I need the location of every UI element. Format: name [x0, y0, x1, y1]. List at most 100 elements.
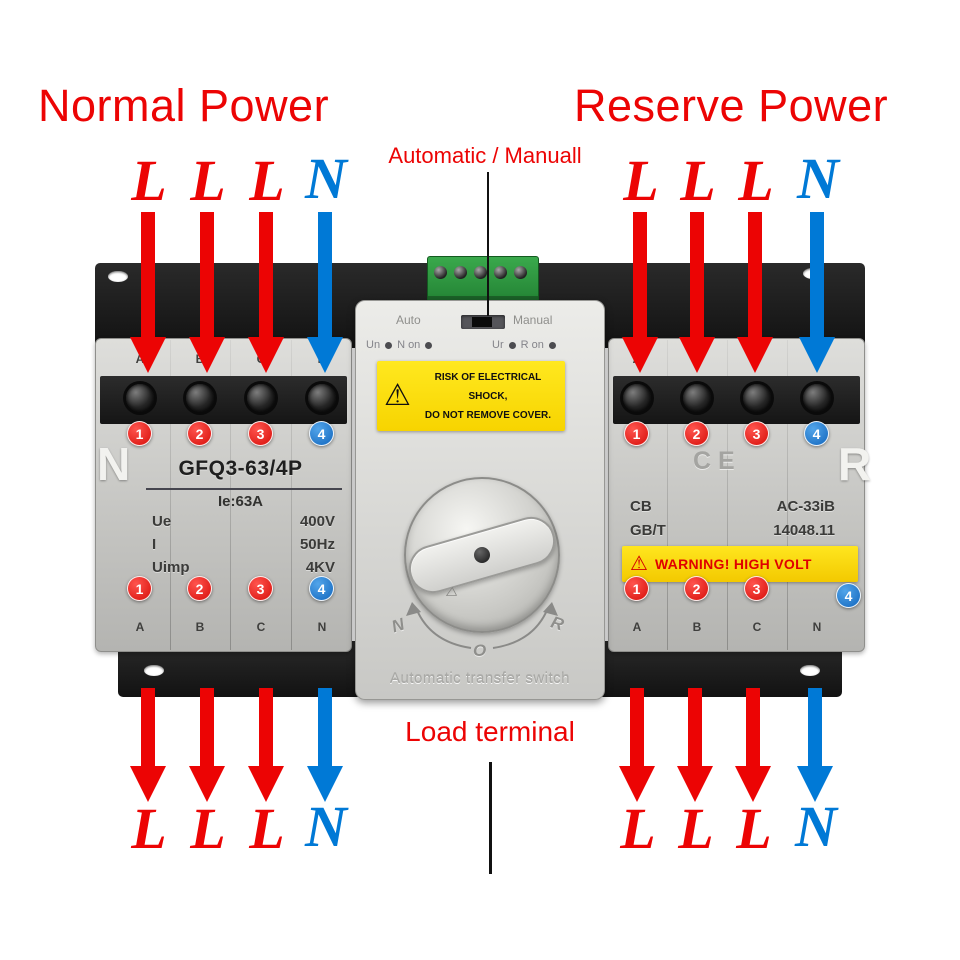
terminal-screw: [514, 266, 527, 279]
mounting-hole: [108, 271, 128, 282]
phase-letter: L: [190, 796, 226, 861]
reserve-indicator-group: Ur R on: [492, 339, 556, 351]
rated-current: Ie:63A: [217, 493, 264, 510]
auto-manual-callout-line: [487, 172, 489, 316]
indicator-led: [508, 341, 516, 349]
spec-label: Ue: [152, 513, 172, 530]
spec-label: Uimp: [152, 559, 190, 576]
neutral-arrow: [799, 212, 835, 373]
spec-label: CB: [630, 498, 652, 515]
pole-number-badge: 2: [187, 421, 212, 446]
auto-manual-callout: Automatic / Manuall: [388, 143, 582, 168]
pole-seam: [291, 340, 292, 650]
pole-number-badge: 3: [248, 421, 273, 446]
position-letter-o: O: [473, 641, 487, 660]
phase-arrow: [189, 212, 225, 373]
neutral-letter: N: [797, 146, 839, 211]
terminal-letter: A: [135, 620, 145, 634]
pole-seam: [170, 340, 171, 650]
mounting-hole: [144, 665, 164, 676]
phase-letter: L: [249, 796, 285, 861]
pole-number-badge: 4: [836, 583, 861, 608]
pole-number-badge: 1: [624, 421, 649, 446]
high-voltage-warning-text: WARNING! HIGH VOLT: [654, 556, 812, 572]
terminal-letter: C: [752, 620, 762, 634]
phase-letter: L: [190, 148, 226, 213]
terminal-letter: B: [195, 620, 205, 634]
pole-number-badge: 3: [248, 576, 273, 601]
high-voltage-warning-strip: ⚠ WARNING! HIGH VOLT: [622, 546, 858, 582]
spec-value: 400V: [299, 513, 335, 530]
spec-value: 4KV: [305, 559, 335, 576]
phase-arrow: [130, 688, 166, 802]
indicator-led: [425, 341, 433, 349]
terminal-letter: A: [632, 620, 642, 634]
neutral-arrow: [797, 688, 833, 802]
handle-screw: [474, 547, 490, 563]
pole-seam: [667, 340, 668, 650]
phase-arrow: [677, 688, 713, 802]
spec-label: GB/T: [630, 522, 666, 539]
spec-label: I: [152, 536, 157, 553]
terminal-letter: N: [317, 620, 327, 634]
terminal-screw: [474, 266, 487, 279]
mode-label-manual: Manual: [513, 313, 553, 327]
phase-letter: L: [249, 148, 285, 213]
pole-number-badge: 1: [624, 576, 649, 601]
terminal-screw: [803, 384, 831, 412]
pole-number-badge: 4: [804, 421, 829, 446]
sticker-text-line2: DO NOT REMOVE COVER.: [424, 409, 552, 421]
mounting-hole: [800, 665, 820, 676]
phase-letter: L: [131, 148, 167, 213]
terminal-letter: C: [256, 620, 266, 634]
electrical-hazard-icon: ⚠: [384, 379, 411, 412]
normal-indicator-group: Un N on: [366, 339, 433, 351]
auto-manual-switch: [461, 315, 505, 329]
pole-seam: [787, 340, 788, 650]
model-number: GFQ3-63/4P: [178, 457, 303, 480]
reserve-power-label: Reserve Power: [574, 80, 889, 131]
terminal-screw: [494, 266, 507, 279]
phase-arrow: [619, 688, 655, 802]
module-footer-text: Automatic transfer switch: [389, 670, 571, 687]
normal-power-label: Normal Power: [38, 80, 330, 131]
pole-number-badge: 3: [744, 421, 769, 446]
phase-arrow: [248, 688, 284, 802]
phase-letter: L: [680, 148, 716, 213]
pole-number-badge: 2: [187, 576, 212, 601]
normal-side-letter: N: [97, 438, 131, 490]
neutral-arrow: [307, 688, 343, 802]
pole-seam: [230, 340, 231, 650]
phase-letter: L: [736, 796, 772, 861]
spec-value: 14048.11: [773, 522, 835, 539]
phase-letter: L: [623, 148, 659, 213]
pole-number-badge: 2: [684, 576, 709, 601]
phase-arrow: [735, 688, 771, 802]
indicator-label: Ur: [492, 339, 504, 351]
neutral-letter: N: [795, 794, 837, 859]
high-voltage-warning-icon: ⚠: [630, 553, 648, 575]
terminal-screw: [186, 384, 214, 412]
phase-arrow: [248, 212, 284, 373]
neutral-arrow: [307, 212, 343, 373]
neutral-letter: N: [305, 794, 347, 859]
terminal-screw: [126, 384, 154, 412]
reserve-side-letter: R: [838, 438, 872, 490]
terminal-screw: [743, 384, 771, 412]
phase-arrow: [679, 212, 715, 373]
indicator-led: [548, 341, 556, 349]
pole-number-badge: 4: [309, 421, 334, 446]
indicator-led: [385, 341, 393, 349]
rotation-arc-arrows: [406, 602, 558, 649]
terminal-letter: N: [812, 620, 822, 634]
sticker-text-line1: RISK OF ELECTRICAL SHOCK,: [434, 371, 542, 402]
switch-knob: [472, 317, 492, 327]
phase-letter: L: [131, 796, 167, 861]
terminal-screw: [683, 384, 711, 412]
phase-arrow: [189, 688, 225, 802]
phase-letter: L: [678, 796, 714, 861]
electrical-shock-sticker: ⚠ RISK OF ELECTRICAL SHOCK, DO NOT REMOV…: [377, 361, 565, 431]
ce-mark: CE: [693, 447, 742, 475]
indicator-label: R on: [520, 339, 544, 351]
